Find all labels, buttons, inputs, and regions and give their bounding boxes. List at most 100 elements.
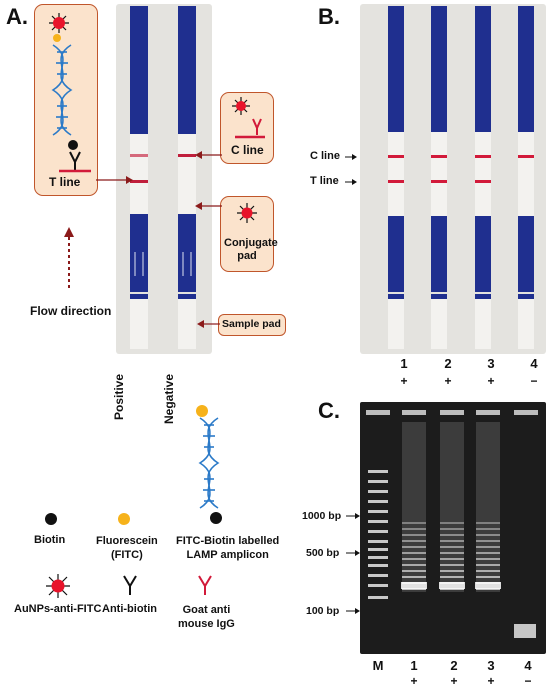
ladder-band bbox=[368, 574, 388, 577]
strip-sample bbox=[475, 299, 491, 349]
panel-a-label: A. bbox=[6, 4, 28, 29]
fitc-icon bbox=[118, 513, 130, 525]
strip-sample bbox=[388, 299, 404, 349]
conjugate-pad-label: Conjugate pad bbox=[224, 237, 278, 262]
ladder-rung bbox=[440, 576, 464, 578]
conjugate-pad-diagram bbox=[237, 203, 257, 223]
panel-b-c-arrow bbox=[345, 154, 357, 160]
ladder-rung bbox=[440, 558, 464, 560]
strip-t-line bbox=[388, 180, 404, 183]
gel-sign-3: + bbox=[487, 674, 495, 688]
strip-c-line bbox=[475, 155, 491, 158]
strip-window bbox=[518, 132, 534, 216]
goat-anti-mouse-legend-icon bbox=[198, 575, 212, 595]
smear bbox=[402, 422, 426, 592]
strip-window bbox=[388, 132, 404, 216]
legend-anti-biotin-label: Anti-biotin bbox=[102, 603, 157, 615]
amplicon-band bbox=[401, 582, 427, 589]
conjugate-pad-arrow bbox=[195, 202, 222, 210]
flow-direction-label: Flow direction bbox=[30, 304, 112, 318]
panel-b-sign-2: + bbox=[444, 374, 452, 388]
ladder-rung bbox=[440, 564, 464, 566]
aunp-icon bbox=[241, 207, 253, 219]
strip-window bbox=[431, 132, 447, 216]
ladder-band bbox=[368, 540, 388, 543]
panel-b-lane-3: 3 bbox=[487, 356, 495, 371]
ladder-rung bbox=[476, 528, 500, 530]
t-line-arrow bbox=[96, 176, 133, 184]
panel-b-strips-photo bbox=[360, 4, 546, 354]
strip-band bbox=[388, 294, 404, 299]
panel-b-c-line-label: C line bbox=[310, 150, 340, 162]
dna-helix-icon bbox=[51, 44, 73, 136]
strip-conjugate bbox=[431, 216, 447, 292]
ladder-band bbox=[368, 480, 388, 483]
legend-amplicon-label: FITC-Biotin labelled LAMP amplicon bbox=[176, 535, 280, 561]
ladder-band bbox=[368, 596, 388, 599]
legend-goat-label: Goat anti mouse IgG bbox=[178, 604, 235, 630]
strip-t-line bbox=[475, 180, 491, 183]
goat-anti-mouse-icon bbox=[252, 118, 262, 135]
panel-b-label: B. bbox=[318, 4, 340, 29]
gel-well bbox=[402, 410, 426, 415]
primer-dimer bbox=[514, 624, 536, 638]
strip-conjugate bbox=[518, 216, 534, 292]
strip-window bbox=[475, 132, 491, 216]
ladder-rung bbox=[440, 552, 464, 554]
ladder-rung bbox=[440, 522, 464, 524]
strip-top bbox=[431, 6, 447, 132]
ladder-rung bbox=[476, 522, 500, 524]
gel-lane-1: 1 bbox=[410, 658, 418, 673]
t-line-diagram bbox=[49, 13, 91, 173]
strip-c-line bbox=[388, 155, 404, 158]
panel-c-label: C. bbox=[318, 398, 340, 423]
ladder-rung bbox=[440, 570, 464, 572]
ladder-band bbox=[368, 530, 388, 533]
strip-band bbox=[431, 294, 447, 299]
ladder-rung bbox=[476, 546, 500, 548]
legend-aunp-label: AuNPs-anti-FITC bbox=[14, 603, 102, 615]
ladder-rung bbox=[440, 528, 464, 530]
ladder-rung bbox=[402, 528, 426, 530]
t-line-box: T line bbox=[34, 4, 98, 196]
panel-b-strips bbox=[388, 6, 534, 349]
ladder-rung bbox=[402, 570, 426, 572]
ladder-rung bbox=[440, 546, 464, 548]
panel-a-strips-photo bbox=[116, 4, 212, 354]
gel-well bbox=[366, 410, 390, 415]
ladder-rung bbox=[402, 540, 426, 542]
ladder-rung bbox=[440, 534, 464, 536]
c-line-box: C line bbox=[220, 92, 274, 164]
strip-top bbox=[388, 6, 404, 132]
sample-pad-box: Sample pad bbox=[218, 314, 286, 336]
aunp-icon bbox=[236, 101, 246, 111]
positive-label: Positive bbox=[112, 373, 126, 420]
marker-100bp: 100 bp bbox=[306, 605, 340, 617]
ladder-rung bbox=[476, 558, 500, 560]
marker-arrows bbox=[346, 513, 360, 614]
ladder-rung bbox=[402, 564, 426, 566]
panel-b-t-arrow bbox=[345, 179, 357, 185]
biotin-icon bbox=[45, 513, 57, 525]
ladder-rung bbox=[476, 570, 500, 572]
amplicon-band bbox=[475, 582, 501, 589]
strip-t-line bbox=[431, 180, 447, 183]
negative-label: Negative bbox=[162, 373, 176, 424]
ladder-rung bbox=[402, 546, 426, 548]
strip-sample bbox=[431, 299, 447, 349]
panel-a-strips bbox=[130, 6, 196, 349]
fitc-dot bbox=[53, 34, 61, 42]
ladder-rung bbox=[476, 534, 500, 536]
ladder-rung bbox=[476, 540, 500, 542]
ladder-band bbox=[368, 556, 388, 559]
gel-lane-m: M bbox=[372, 658, 384, 673]
strip-c-line bbox=[431, 155, 447, 158]
gel-sign-1: + bbox=[410, 674, 418, 688]
ladder-rung bbox=[402, 534, 426, 536]
panel-b-sign-4: − bbox=[530, 374, 538, 388]
marker-500bp: 500 bp bbox=[306, 547, 340, 559]
gel-well bbox=[514, 410, 538, 415]
ladder-rung bbox=[402, 576, 426, 578]
gel-well bbox=[476, 410, 500, 415]
gel-lane-2: 2 bbox=[450, 658, 458, 673]
